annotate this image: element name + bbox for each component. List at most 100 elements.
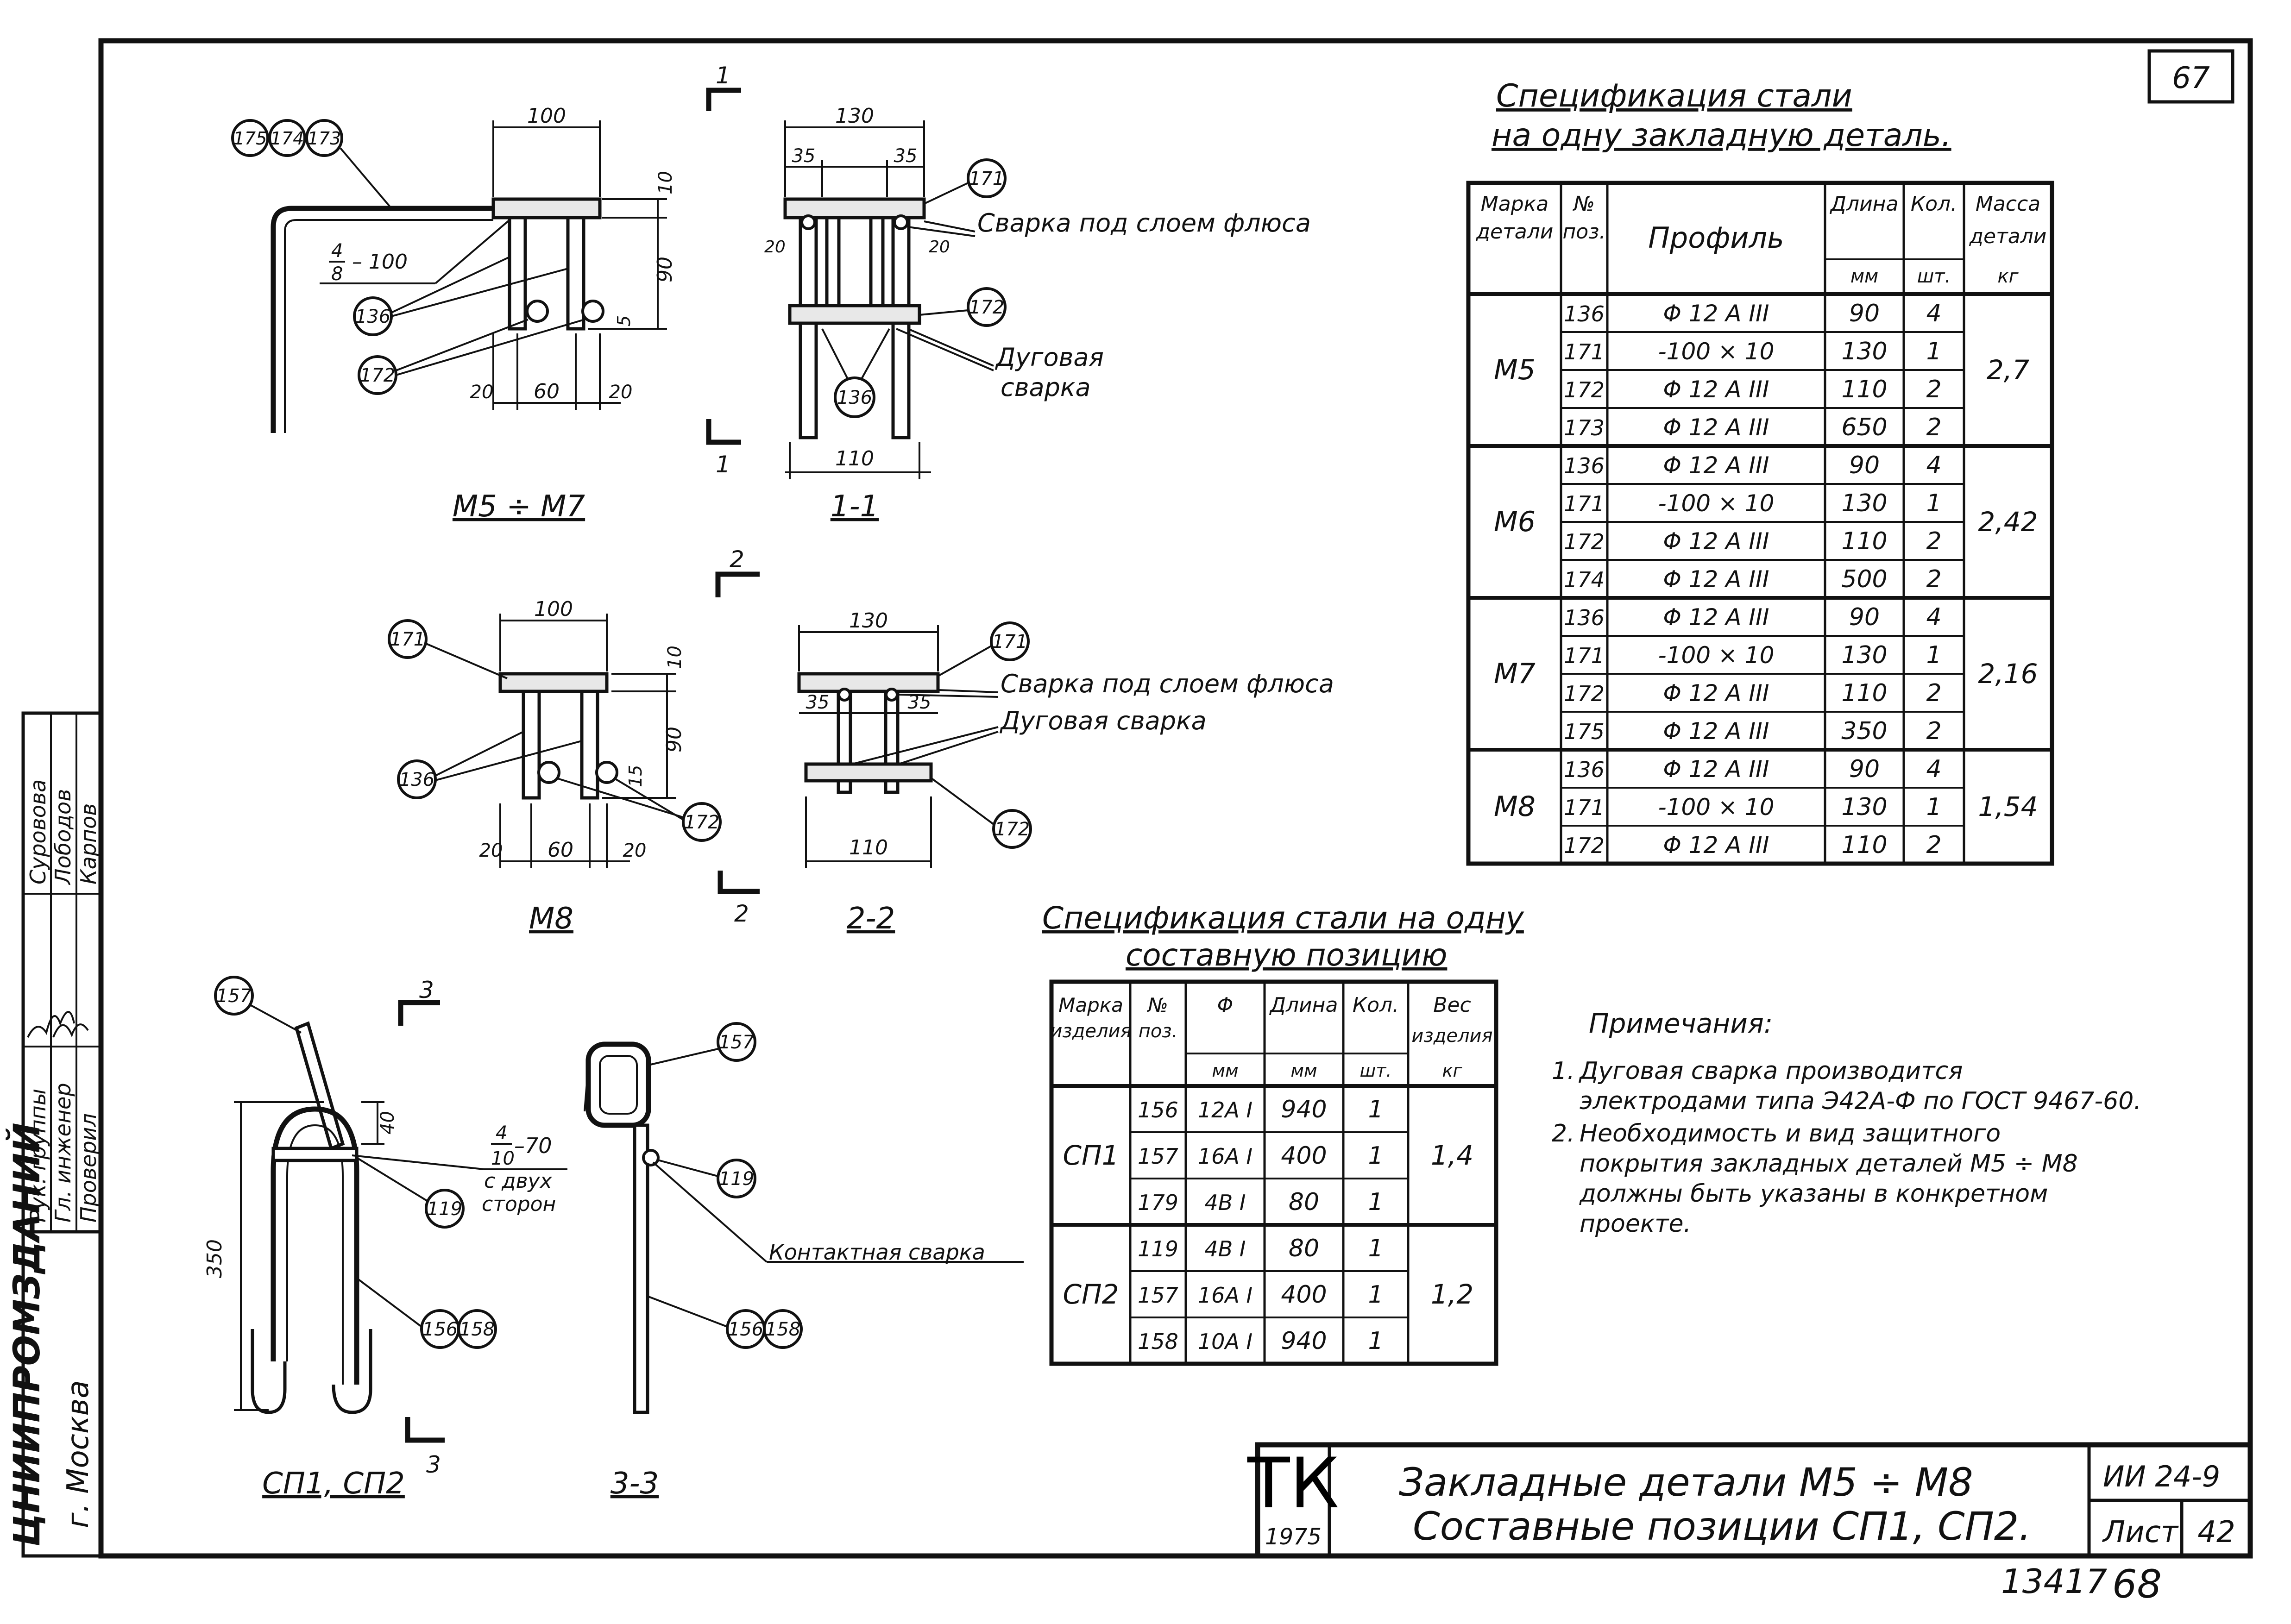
spec-detail-profile: Φ 12 А III: [1663, 718, 1769, 745]
spec-detail-head-profile: Профиль: [1648, 221, 1784, 255]
weld-note-top: 4: [331, 240, 343, 262]
spec-detail-qty: 1: [1926, 489, 1941, 517]
note-2-line-2: покрытия закладных деталей М5 ÷ М8: [1580, 1150, 2078, 1178]
anchor-bar-173: [271, 206, 493, 433]
dim-sp-height: 350: [203, 1239, 227, 1278]
spec-pos-head-qty-1: Кол.: [1353, 993, 1399, 1017]
spec-detail-head-mass-2: детали: [1969, 225, 2047, 248]
spec-detail-head-mark-1: Марка: [1481, 192, 1548, 216]
spec-detail-mark: М7: [1494, 658, 1536, 690]
callout-172-sec1: 172: [969, 297, 1004, 318]
spec-detail-length: 90: [1849, 451, 1880, 479]
spec-detail-qty: 2: [1926, 831, 1941, 859]
spec-detail-qty: 2: [1926, 565, 1941, 593]
spec-detail-head-pos-2: поз.: [1562, 220, 1605, 244]
dim-m5-bot-mid: 60: [534, 380, 560, 403]
stamp-role-2: Гл. инженер: [50, 1083, 76, 1223]
spec-detail-pos: 171: [1564, 643, 1605, 668]
spec-detail-pos: 136: [1564, 605, 1605, 630]
dim-sec2-top: 130: [849, 609, 888, 633]
plate-171: [491, 197, 602, 219]
plate-171-sec2: [797, 672, 940, 693]
bar-136-m8-left: [522, 690, 541, 800]
spec-detail-length: 110: [1841, 376, 1887, 403]
spec-pos-head-weight-3: кг: [1442, 1060, 1463, 1081]
weld-note-bottom: 8: [331, 263, 343, 285]
cut-2-bottom: 2: [734, 900, 749, 927]
spec-detail-length: 90: [1849, 755, 1880, 783]
section-2-2: 2 2 130 35 35 110 171 Сварка под слоем ф…: [715, 546, 1334, 936]
weld-sp-bottom: 10: [491, 1148, 515, 1169]
note-flux-sec1: Сварка под слоем флюса: [977, 208, 1311, 238]
spec-detail-pos: 136: [1564, 453, 1605, 478]
bar-156-sp: [271, 1106, 359, 1385]
callout-119-sp: 119: [427, 1198, 462, 1220]
bar-119-sp: [271, 1147, 359, 1162]
spec-pos-qty: 1: [1368, 1281, 1383, 1309]
weld-sp-len: –70: [514, 1133, 552, 1158]
bar-136-right: [566, 216, 585, 331]
stamp-org: ЦНИИПРОМЗДАНИЙ: [6, 1122, 48, 1547]
note-1-line-2: электродами типа Э42А-Ф по ГОСТ 9467-60.: [1580, 1087, 2141, 1115]
spec-position: Спецификация стали на одну составную поз…: [1042, 900, 1524, 1366]
spec-pos-mark: СП1: [1063, 1140, 1119, 1171]
note-2-line-1: Необходимость и вид защитного: [1580, 1120, 2001, 1147]
spec-pos-qty: 1: [1368, 1188, 1383, 1216]
spec-pos-dia: 10А I: [1198, 1329, 1252, 1354]
spec-detail-mark: М6: [1494, 506, 1536, 538]
spec-pos-qty: 1: [1368, 1142, 1383, 1170]
cut-1-bottom: 1: [716, 451, 730, 478]
note-2-line-3: должны быть указаны в конкретном: [1579, 1180, 2048, 1208]
callout-171-m8: 171: [390, 629, 425, 650]
spec-detail-head-length-1: Длина: [1830, 192, 1899, 216]
callout-156-sp: 156: [422, 1319, 458, 1340]
caption-2-2: 2-2: [847, 902, 895, 936]
spec-position-title1: Спецификация стали на одну: [1042, 900, 1524, 936]
spec-pos-head-mark-1: Марка: [1058, 994, 1123, 1016]
cut-3-bottom: 3: [426, 1451, 441, 1478]
bar-136-sec1-left: [799, 216, 818, 439]
notes: Примечания: 1. Дуговая сварка производит…: [1552, 1008, 2141, 1238]
spec-detail-head-mass-3: кг: [1997, 266, 2019, 287]
spec-pos-dia: 4В I: [1204, 1190, 1246, 1215]
cut-2-top: 2: [730, 546, 744, 573]
callout-156-sec3: 156: [728, 1319, 763, 1340]
dim-m5-thick: 10: [655, 171, 676, 194]
spec-detail-profile: Φ 12 А III: [1663, 300, 1769, 327]
dim-sec1-side-right: 20: [929, 238, 950, 257]
spec-detail-length: 130: [1841, 793, 1887, 821]
spec-detail-title2: на одну закладную деталь.: [1492, 117, 1951, 154]
spec-detail-qty: 4: [1926, 603, 1941, 631]
caption-sp: СП1, СП2: [262, 1467, 405, 1501]
spec-detail-profile: Φ 12 А III: [1663, 604, 1769, 631]
spec-detail-profile: Φ 12 А III: [1663, 528, 1769, 555]
dim-m5-height: 90: [653, 257, 677, 282]
spec-detail-qty: 2: [1926, 527, 1941, 555]
spec-pos-length: 80: [1289, 1235, 1319, 1262]
caption-1-1: 1-1: [831, 489, 879, 524]
callout-174: 174: [271, 128, 304, 149]
spec-detail-profile: Φ 12 А III: [1663, 756, 1769, 783]
note-2-num: 2.: [1552, 1120, 1575, 1147]
callout-136-m8: 136: [399, 769, 434, 790]
dim-sec1-left: 35: [792, 145, 816, 167]
spec-pos-dia: 4В I: [1204, 1236, 1246, 1261]
side-stamp: ЦНИИПРОМЗДАНИЙ г. Москва Рук. группы Гл.…: [6, 711, 103, 1558]
bar-119-sec3: [642, 1149, 660, 1166]
spec-detail-pos: 175: [1564, 719, 1605, 744]
spec-pos-qty: 1: [1368, 1327, 1383, 1355]
spec-detail-profile: Φ 12 А III: [1663, 452, 1769, 479]
stamp-name-3: Карпов: [76, 803, 101, 884]
spec-detail-pos: 172: [1564, 377, 1605, 402]
note-2-line-4: проекте.: [1580, 1210, 1691, 1238]
bar-156-sec3: [633, 1123, 649, 1414]
title-series: ИИ 24-9: [2103, 1460, 2220, 1493]
spec-pos-pos: 156: [1138, 1097, 1178, 1122]
spec-detail-profile: -100 × 10: [1658, 794, 1775, 821]
cut-3-top: 3: [419, 977, 434, 1003]
spec-pos-length: 940: [1281, 1096, 1327, 1123]
title-year: 1975: [1265, 1524, 1322, 1550]
title-sheet-number: 42: [2197, 1515, 2235, 1549]
callout-158-sp: 158: [459, 1319, 495, 1340]
weld-sp-sides1: с двух: [484, 1169, 553, 1193]
